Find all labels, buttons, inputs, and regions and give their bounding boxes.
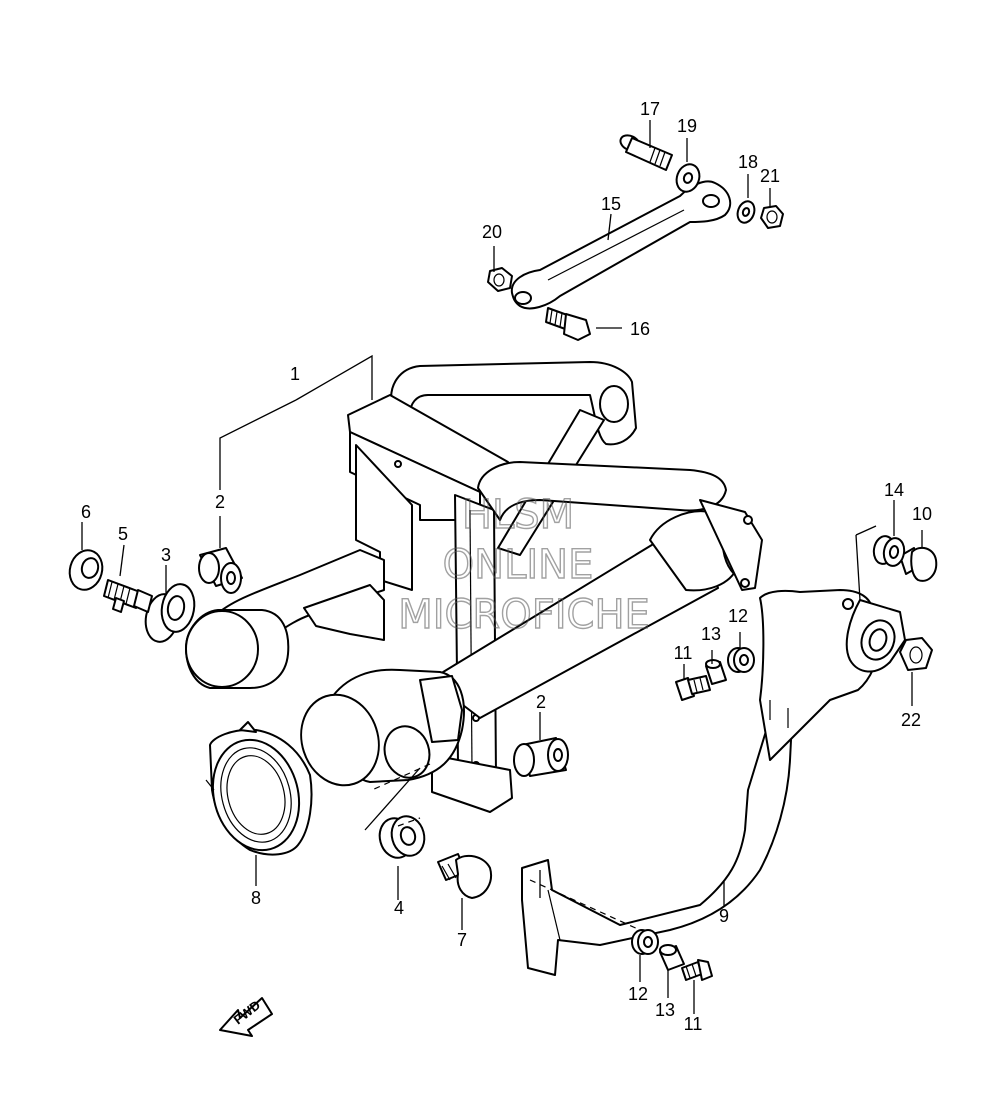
watermark-line2: ONLINE (443, 542, 594, 588)
part-label: 12 (728, 606, 748, 626)
watermark-line3: MICROFICHE (398, 592, 650, 638)
part-label: 11 (684, 1014, 703, 1034)
bushing-12-upper (727, 647, 755, 673)
bolt-11-lower (681, 959, 713, 981)
washer-19 (675, 163, 701, 193)
seal-6 (68, 549, 104, 591)
torque-link (510, 180, 732, 310)
damper-4 (378, 815, 426, 859)
swingarm-pivot-cylinder (185, 609, 290, 689)
torque-link-hole-rear (702, 194, 720, 208)
bushing-2-front (198, 547, 243, 594)
bushing-14 (872, 535, 906, 567)
part-label: 14 (884, 480, 904, 500)
washer-18 (736, 200, 756, 224)
torque-link-hole-front (514, 291, 532, 305)
part-label: 20 (482, 222, 502, 242)
part-label: 4 (394, 898, 404, 918)
part-label: 13 (655, 1000, 675, 1020)
direction-arrow: FWD (219, 997, 273, 1037)
bolt-16 (545, 307, 591, 341)
dust-cover-8 (205, 721, 313, 856)
part-label: 11 (674, 643, 693, 663)
swingarm-rear-hub (300, 668, 465, 787)
nut-20 (487, 267, 513, 292)
part-label: 8 (251, 888, 261, 908)
bolt-10 (899, 546, 938, 582)
bushing-12-lower (631, 929, 659, 955)
bolt-11-upper (675, 675, 711, 701)
leader-lines (81, 120, 923, 1014)
torque-link-assembly (487, 134, 784, 341)
bolt-7 (437, 853, 492, 899)
bolt-17 (619, 134, 673, 171)
part-label: 22 (901, 710, 921, 730)
part-label: 21 (760, 166, 780, 186)
nut-21 (760, 205, 784, 229)
watermark: HLSM ONLINE MICROFICHE (397, 491, 650, 638)
nut-22 (899, 637, 933, 671)
collar-13-upper (705, 659, 727, 685)
part-label: 5 (118, 524, 128, 544)
part-label: 19 (677, 116, 697, 136)
pivot-shaft-5 (103, 579, 153, 613)
bushing-2-rear (513, 737, 569, 777)
part-label: 18 (738, 152, 758, 172)
bearing-3 (144, 583, 196, 643)
part-label: 1 (290, 364, 300, 384)
swingarm-main (185, 354, 763, 813)
collar-13-lower (659, 944, 685, 971)
part-label: 15 (601, 194, 621, 214)
part-label: 17 (640, 99, 660, 119)
part-label: 10 (912, 504, 932, 524)
part-label: 12 (628, 984, 648, 1004)
part-number-labels: 1 2 2 3 4 5 6 7 8 9 10 11 11 12 12 13 13… (81, 99, 932, 1034)
part-label: 9 (719, 906, 729, 926)
part-label: 2 (536, 692, 546, 712)
part-label: 2 (215, 492, 225, 512)
part-label: 7 (457, 930, 467, 950)
watermark-line1: HLSM (462, 492, 574, 538)
part-label: 6 (81, 502, 91, 522)
swingarm-upper-mount-hole (599, 385, 629, 423)
part-label: 16 (630, 319, 650, 339)
part-label: 13 (701, 624, 721, 644)
bracket-9 (521, 589, 906, 976)
part-label: 3 (161, 545, 171, 565)
